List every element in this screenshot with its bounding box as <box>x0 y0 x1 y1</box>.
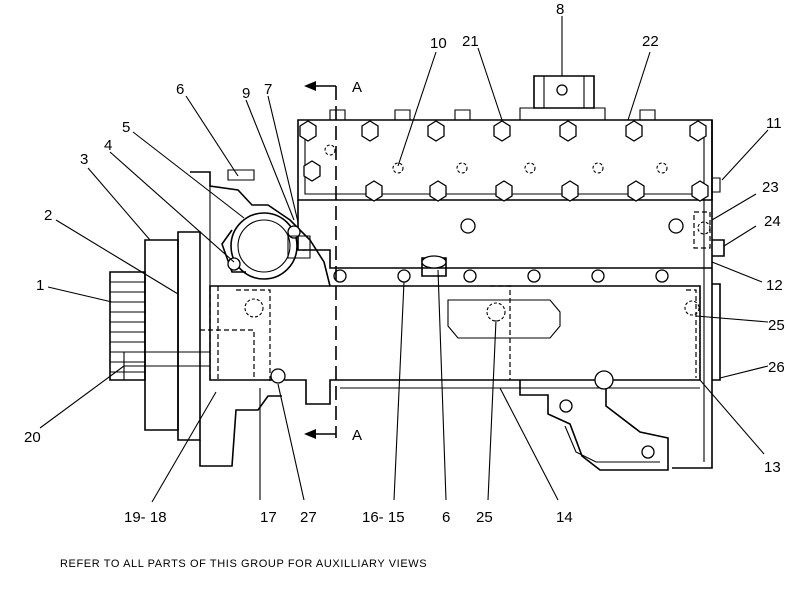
callout-9: 9 <box>242 85 250 102</box>
section-label-bottom: A <box>352 427 362 444</box>
callout-6-top: 6 <box>176 81 184 98</box>
front-gear-assembly <box>109 171 331 467</box>
leader-lines <box>39 16 769 503</box>
callout-13: 13 <box>764 459 781 476</box>
callout-12: 12 <box>766 277 783 294</box>
callout-6-bottom: 6 <box>442 509 450 526</box>
callout-1: 1 <box>36 277 44 294</box>
callout-20: 20 <box>24 429 41 446</box>
section-line-a-a: A A <box>304 79 362 444</box>
callout-5: 5 <box>122 119 130 136</box>
cover-bolts <box>299 120 709 202</box>
callout-17: 17 <box>260 509 277 526</box>
callout-21: 21 <box>462 33 479 50</box>
callout-23: 23 <box>762 179 779 196</box>
connector-8 <box>533 75 595 109</box>
footnote-text: REFER TO ALL PARTS OF THIS GROUP FOR AUX… <box>60 558 428 570</box>
callout-16-15: 16- 15 <box>362 509 405 526</box>
callout-24: 24 <box>764 213 781 230</box>
cover-holes <box>324 144 711 235</box>
callout-25-bottom: 25 <box>476 509 493 526</box>
callout-19-18: 19- 18 <box>124 509 167 526</box>
callout-4: 4 <box>104 137 112 154</box>
hidden-lines <box>200 211 711 384</box>
callout-2: 2 <box>44 207 52 224</box>
callout-27: 27 <box>300 509 317 526</box>
callout-numbers: 1 2 3 4 5 6 9 7 8 10 21 22 11 23 24 12 2… <box>24 1 785 526</box>
callout-7: 7 <box>264 81 272 98</box>
callout-11: 11 <box>766 115 782 132</box>
callout-26: 26 <box>768 359 785 376</box>
callout-10: 10 <box>430 35 447 52</box>
section-label-top: A <box>352 79 362 96</box>
callout-8: 8 <box>556 1 564 18</box>
callout-22: 22 <box>642 33 659 50</box>
callout-3: 3 <box>80 151 88 168</box>
main-housing <box>209 107 713 471</box>
filter-fitting <box>221 169 311 280</box>
callout-14: 14 <box>556 509 573 526</box>
callout-25-right: 25 <box>768 317 785 334</box>
right-fittings <box>712 177 725 381</box>
